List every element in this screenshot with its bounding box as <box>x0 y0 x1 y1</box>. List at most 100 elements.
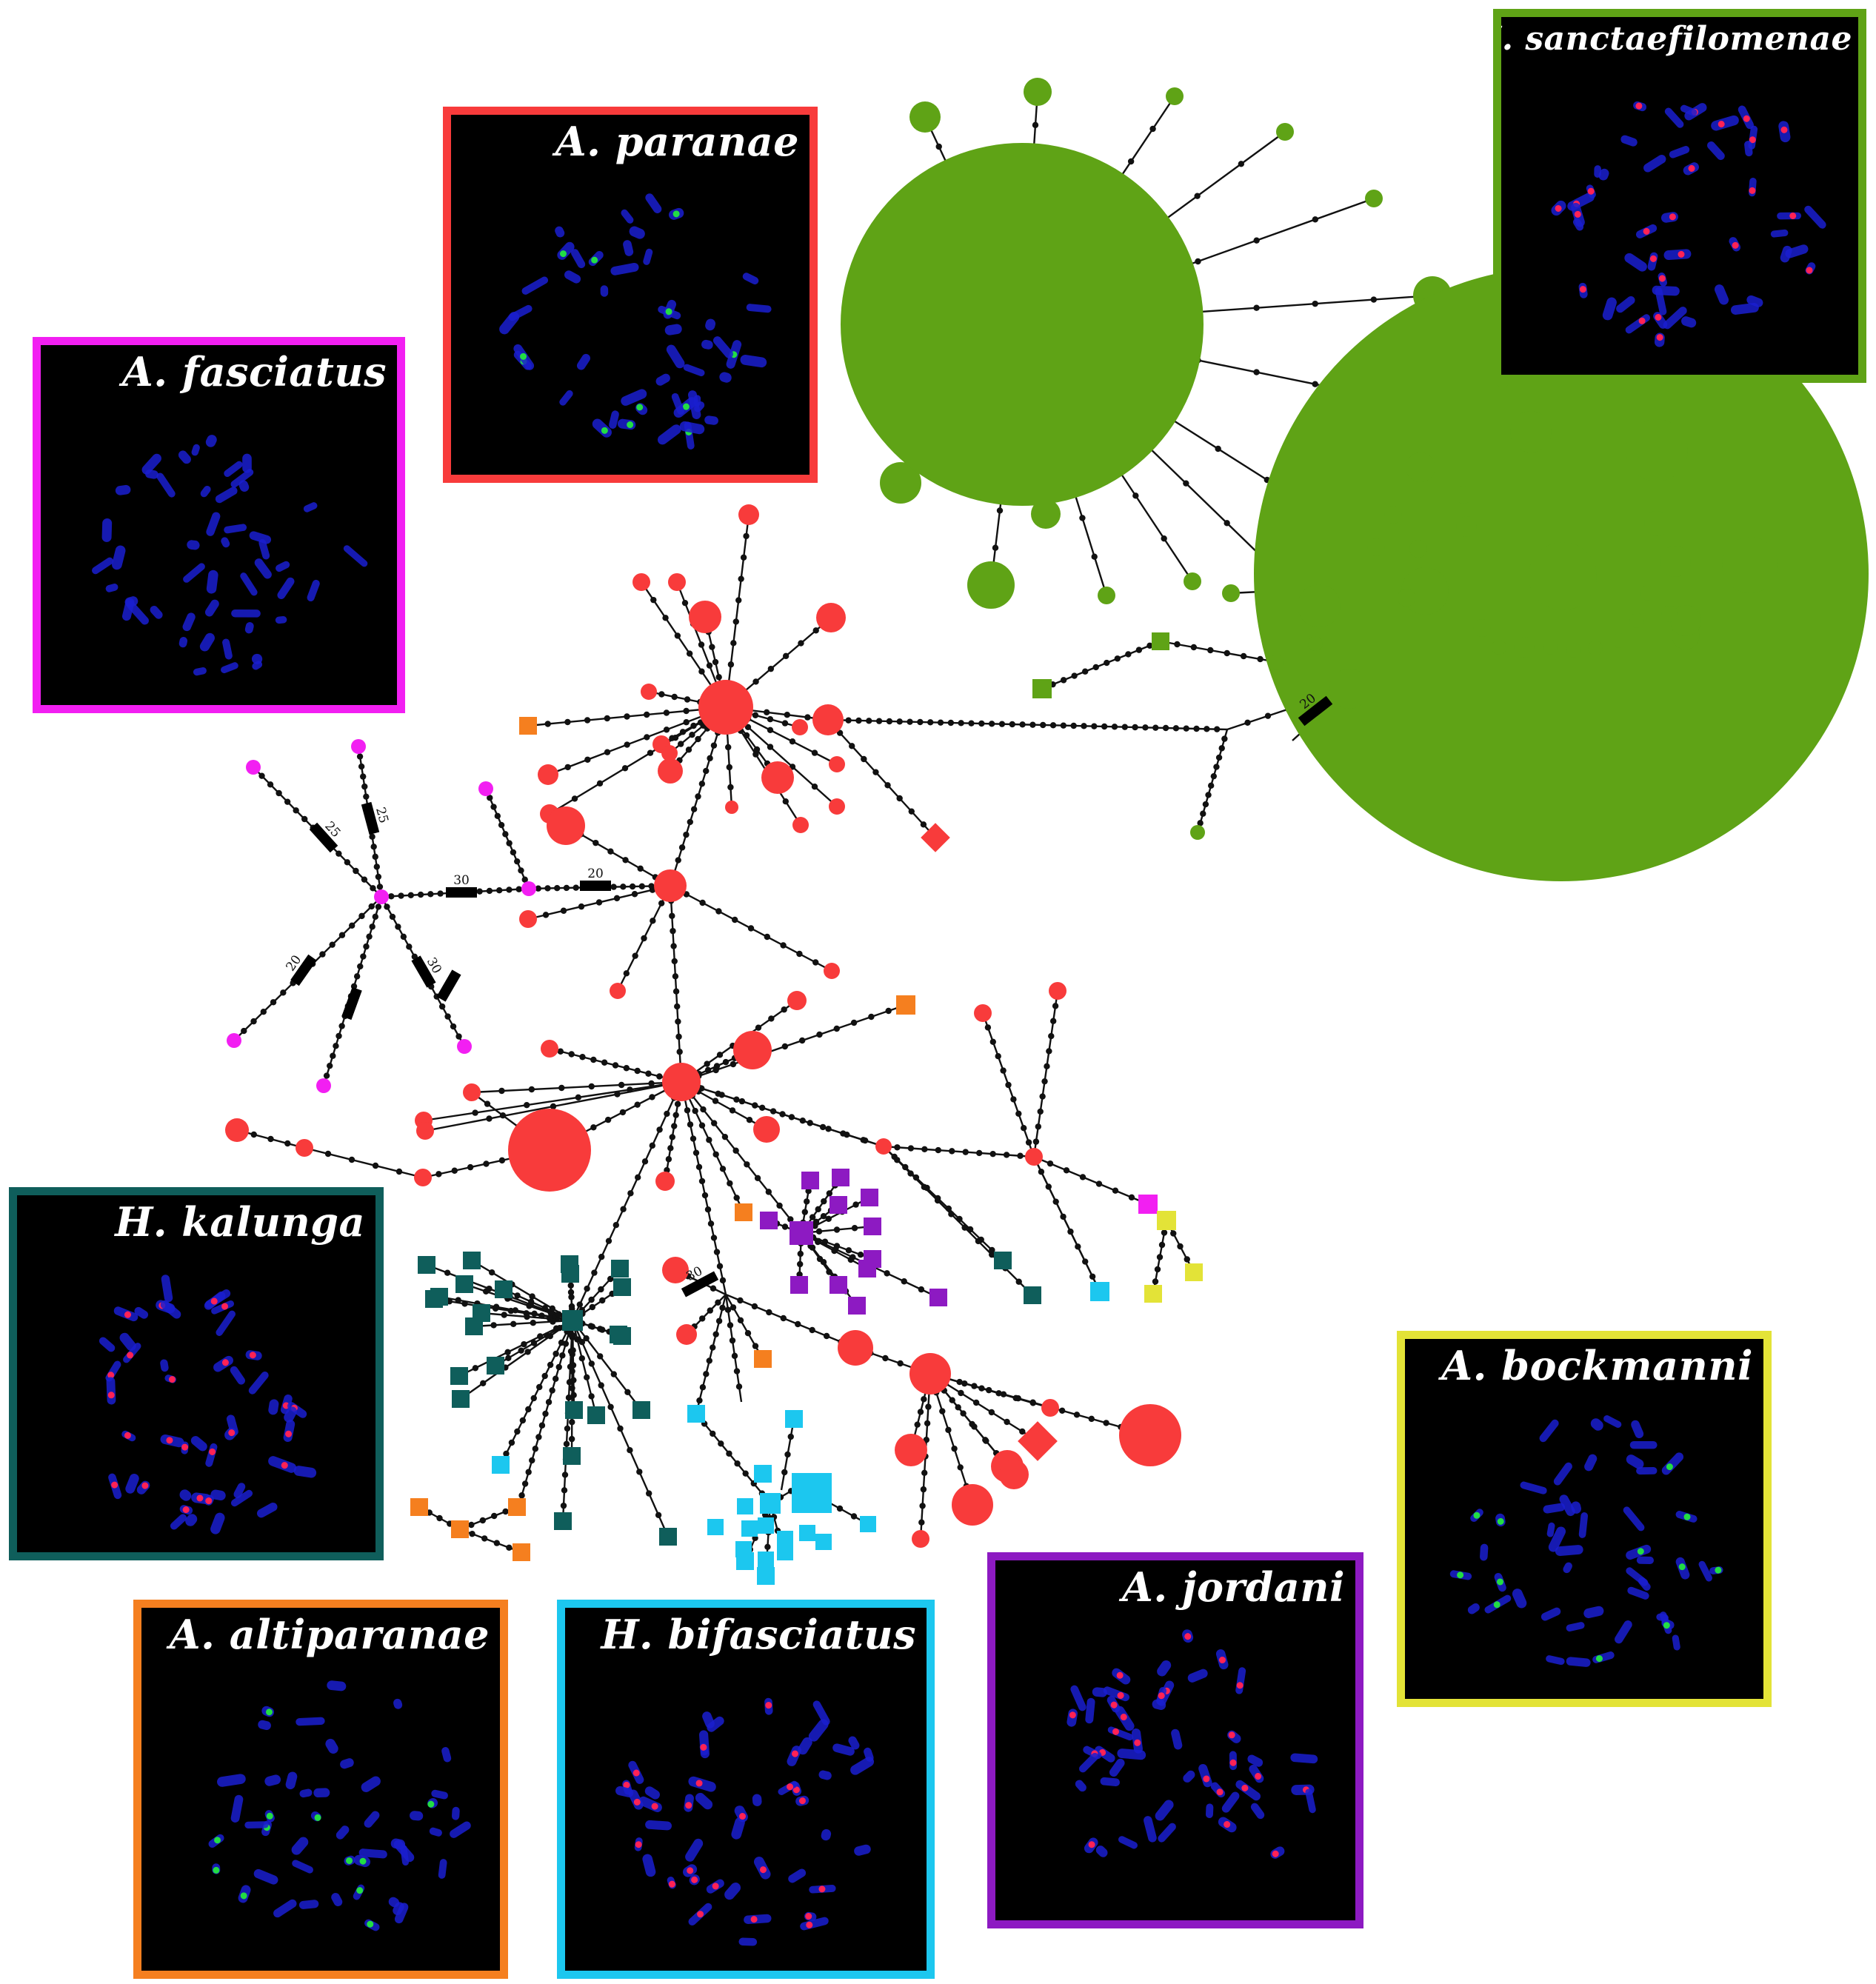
chromosome <box>1158 1823 1176 1843</box>
chromosome <box>441 1747 452 1763</box>
haplotype-node <box>416 1122 434 1140</box>
chromosome <box>310 1811 321 1822</box>
mutation-step-dot <box>825 1126 832 1132</box>
mutation-step-dot <box>1081 668 1089 675</box>
mutation-step-dot <box>1071 672 1078 679</box>
chromosome-body <box>394 1903 409 1924</box>
mutation-step-dot <box>719 1166 727 1172</box>
chromosome-body <box>215 487 238 504</box>
mutation-step-dot <box>624 713 630 720</box>
mutation-step-dot <box>921 1396 927 1403</box>
chromosome <box>261 1706 275 1717</box>
chromosome <box>685 1838 704 1862</box>
mutation-step-dot <box>894 1157 901 1163</box>
chromosome <box>283 1420 296 1443</box>
mutation-step-dot <box>1207 647 1214 654</box>
chromosome-body <box>206 512 221 536</box>
fish-signal <box>1649 255 1657 262</box>
haplotype-node <box>296 1139 313 1157</box>
chromosome-body <box>244 622 254 634</box>
mutation-bar <box>446 887 477 898</box>
chromosome <box>296 1717 325 1726</box>
mutation-step-dot <box>779 1111 786 1118</box>
chromosome-body <box>210 1512 225 1534</box>
mutation-step-dot <box>781 1006 787 1013</box>
fish-signal <box>124 1432 131 1439</box>
chromosome <box>702 1711 715 1729</box>
chromosome <box>121 1430 136 1442</box>
chromosome-body <box>221 537 230 548</box>
haplotype-node <box>508 1109 591 1192</box>
chromosome-body <box>1707 141 1725 161</box>
mutation-step-dot <box>787 1216 794 1223</box>
chromosome <box>1157 1660 1172 1677</box>
haplotype-node <box>547 806 585 845</box>
chromosome-body <box>683 364 705 377</box>
chromosome <box>1198 1763 1212 1788</box>
mutation-step-dot <box>646 1490 652 1497</box>
mutation-step-dot <box>1049 1018 1057 1024</box>
network-branch <box>827 719 936 838</box>
mutation-step-dot <box>388 893 395 900</box>
mutation-step-dot <box>1184 1256 1190 1263</box>
chromosome <box>427 1798 438 1808</box>
mutation-step-dot <box>496 887 503 894</box>
haplotype-node <box>1098 587 1115 604</box>
mutation-step-dot <box>744 724 752 730</box>
chromosome <box>1131 1728 1143 1754</box>
mutation-step-dot <box>276 789 282 797</box>
mutation-step-dot <box>634 1101 641 1108</box>
mutation-step-dot <box>752 751 759 758</box>
mutation-step-dot <box>767 744 774 750</box>
chromosome <box>292 1860 313 1874</box>
mutation-count-bar: 30 <box>411 955 444 988</box>
mutation-step-dot <box>568 1051 575 1058</box>
chromosome <box>642 1854 656 1877</box>
chromosome-body <box>183 563 205 583</box>
haplotype-node <box>227 1033 241 1048</box>
fish-signal <box>1635 102 1643 110</box>
chromosome-body <box>238 480 250 492</box>
mutation-step-dot <box>804 1198 810 1205</box>
mutation-step-dot <box>927 719 934 726</box>
mutation-step-dot <box>815 1228 823 1235</box>
network-branch <box>484 788 530 889</box>
mutation-step-dot <box>692 1149 700 1156</box>
haplotype-square-node <box>563 1447 581 1465</box>
chromosome-body <box>230 1366 246 1385</box>
mutation-step-dot <box>961 1380 968 1387</box>
mutation-step-dot <box>735 597 742 604</box>
species-label: H. bifasciatus <box>601 1611 916 1658</box>
haplotype-square-node <box>754 1465 772 1483</box>
chromosome-body <box>1655 287 1667 315</box>
haplotype-square-node <box>508 1498 526 1516</box>
chromosome-body <box>1623 1506 1645 1532</box>
fish-signal <box>738 1812 746 1820</box>
mutation-step-dot <box>472 1365 479 1372</box>
chromosome-body <box>296 1717 325 1726</box>
fish-signal <box>1216 1788 1224 1796</box>
mutation-step-dot <box>919 1503 926 1509</box>
mutation-step-dot <box>490 804 497 810</box>
fish-signal <box>623 1781 630 1788</box>
chromosome-body <box>115 484 131 495</box>
mutation-step-dot <box>713 1249 721 1255</box>
chromosome-body <box>1543 1503 1566 1514</box>
chromosome <box>705 318 716 331</box>
mutation-step-dot <box>710 1235 718 1241</box>
chromosome-body <box>1669 146 1690 158</box>
fish-signal <box>1088 1841 1095 1848</box>
fish-signal <box>1579 286 1586 293</box>
mutation-step-dot <box>597 1353 604 1360</box>
mutation-step-dot <box>348 1156 355 1163</box>
mutation-step-dot <box>968 720 975 727</box>
mutation-bar <box>1298 695 1333 727</box>
mutation-step-dot <box>797 1250 804 1257</box>
chromosome-body <box>230 1489 253 1507</box>
mutation-step-dot <box>637 865 644 872</box>
mutation-step-dot <box>528 1086 535 1093</box>
chromosome <box>1480 1543 1489 1561</box>
mutation-step-dot <box>481 1535 488 1542</box>
mutation-step-dot <box>635 1174 641 1181</box>
chromosome-body <box>92 557 114 575</box>
